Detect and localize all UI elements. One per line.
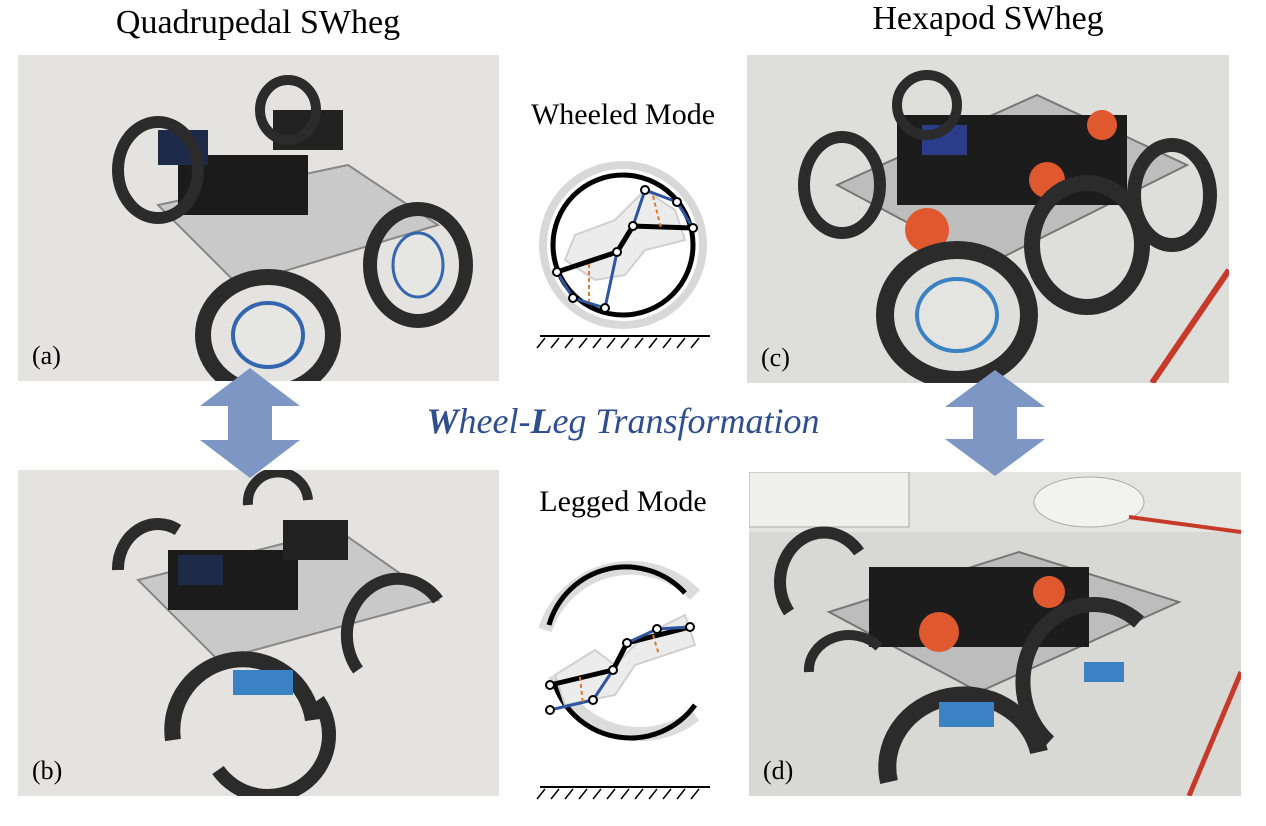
photo-quadrupedal-legged: (b): [18, 470, 499, 796]
photo-hexapod-legged: (d): [749, 472, 1241, 796]
panel-label-a: (a): [32, 341, 61, 370]
panel-label-b: (b): [32, 756, 63, 785]
transformation-w: W: [426, 401, 459, 441]
legged-mode-diagram: [536, 560, 710, 800]
transformation-label: Wheel-Leg Transformation: [380, 400, 866, 442]
double-arrow-left-icon: [200, 368, 300, 478]
legged-mode-label: Legged Mode: [539, 485, 707, 518]
title-quadrupedal: Quadrupedal SWheg: [115, 4, 401, 41]
panel-label-d: (d): [763, 756, 794, 785]
transformation-l: L: [530, 401, 553, 441]
panel-label-c: (c): [761, 343, 790, 372]
wheeled-mode-label: Wheeled Mode: [530, 98, 716, 131]
transformation-rest: eg Transformation: [552, 401, 820, 441]
photo-hexapod-wheeled: (c): [747, 55, 1229, 383]
transformation-heel: heel-: [458, 401, 531, 441]
wheeled-mode-diagram: [536, 161, 710, 349]
title-hexapod: Hexapod SWheg: [872, 0, 1104, 37]
double-arrow-right-icon: [945, 370, 1045, 476]
photo-quadrupedal-wheeled: (a): [18, 55, 499, 381]
